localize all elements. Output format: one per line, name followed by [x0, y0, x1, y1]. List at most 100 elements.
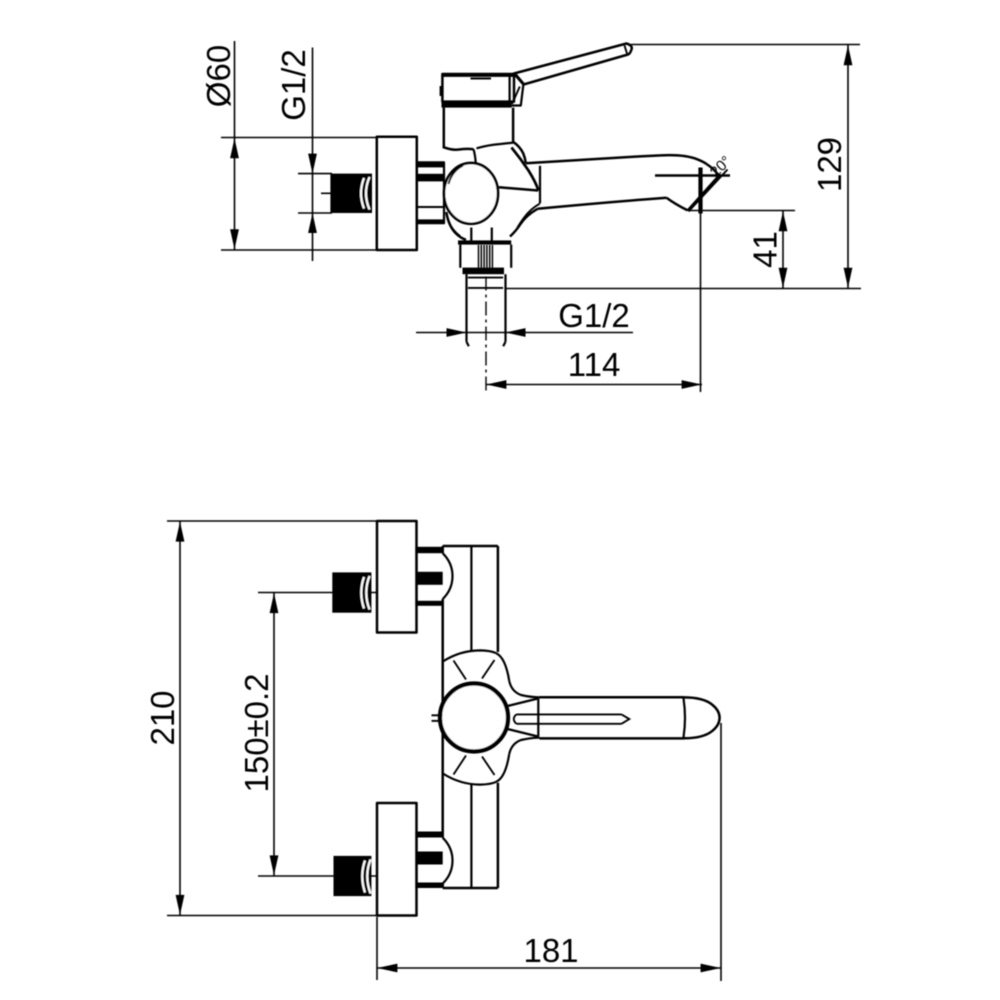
drawing-line	[481, 659, 496, 680]
dimension-arrowhead	[778, 211, 788, 232]
drawing-line	[683, 696, 721, 740]
drawing-line	[660, 153, 708, 166]
drawing-line	[476, 141, 514, 150]
spout	[525, 153, 720, 212]
drawing-line	[452, 754, 467, 776]
drawing-line	[512, 140, 528, 164]
drawing-line	[447, 221, 461, 237]
drawing-line	[366, 859, 372, 894]
drawing-line	[507, 697, 539, 708]
cartridge-dome-front	[437, 681, 511, 754]
handle-side	[439, 42, 633, 108]
drawing-line	[359, 177, 366, 209]
drawing-line	[537, 196, 667, 211]
drawing-line	[472, 148, 477, 164]
wall-union-block-top	[332, 572, 372, 613]
drawing-rect	[416, 219, 444, 224]
drawing-rect	[415, 161, 446, 225]
drawing-line	[442, 772, 497, 786]
drawing-line	[502, 341, 507, 347]
drawing-line	[509, 207, 539, 238]
union-nut-top	[415, 546, 443, 606]
dim-181-label: 181	[523, 932, 578, 969]
dimension-arrowhead	[230, 138, 239, 159]
drawing-rect	[416, 546, 443, 554]
faucet-body-side	[442, 107, 720, 241]
drawing-line	[477, 245, 494, 268]
dimension-arrowhead	[505, 328, 526, 337]
dim-dia60-label: Ø60	[200, 45, 237, 107]
side-view: Ø60 G1/2 129 41 G1/2 114 20°	[200, 41, 861, 395]
dim-g12-outlet-label: G1/2	[558, 297, 630, 334]
wall-union-block-bottom	[333, 855, 372, 897]
union-nut-side	[415, 161, 446, 225]
drawing-line	[364, 176, 371, 210]
escutcheon-plate-side	[375, 135, 419, 252]
drawing-line	[665, 196, 689, 212]
dimension-arrowhead	[269, 593, 279, 614]
drawing-line	[510, 146, 540, 191]
dim-g12-wall-label: G1/2	[275, 49, 312, 121]
drawing-line	[508, 736, 540, 755]
drawing-rect	[416, 161, 444, 168]
dimension-arrowhead	[843, 45, 853, 66]
drawing-line	[443, 146, 474, 151]
drawing-line	[621, 713, 632, 725]
dim-150-label: 150±0.2	[238, 673, 275, 792]
escutcheon-plate-bottom	[375, 801, 418, 917]
dimension-arrowhead	[486, 380, 507, 389]
dim-129-label: 129	[811, 137, 848, 192]
faucet-body-front	[431, 544, 540, 890]
drawing-line	[508, 680, 540, 699]
escutcheon-plate-top	[375, 519, 418, 634]
dimension-arrowhead	[843, 267, 853, 288]
spout-outlet-axis	[655, 167, 730, 214]
lever-slot	[512, 713, 632, 725]
drawing-line	[465, 341, 470, 347]
collar-ring	[462, 267, 504, 275]
drawing-line	[452, 659, 467, 681]
side-view-dimension-lines	[221, 41, 861, 395]
union-nut-bottom	[415, 831, 443, 888]
drawing-line	[686, 174, 720, 212]
drawing-rect	[416, 600, 443, 606]
dimension-arrowhead	[446, 328, 467, 337]
drawing-line	[442, 649, 497, 663]
drawing-rect	[416, 831, 443, 838]
drawing-rect	[439, 86, 444, 96]
drawing-line	[687, 168, 729, 213]
lever-front	[507, 696, 721, 740]
drawing-line	[360, 576, 366, 609]
drawing-line	[441, 552, 454, 600]
wall-connections-front	[332, 519, 443, 917]
drawing-line	[481, 755, 496, 776]
wall-union-and-escutcheon	[321, 135, 446, 252]
dimension-arrowhead	[308, 213, 317, 233]
dimension-arrowhead	[269, 855, 279, 876]
drawing-rect	[416, 173, 444, 182]
drawing-line	[495, 754, 511, 783]
dim-114-label: 114	[568, 346, 621, 383]
drawing-line	[516, 202, 541, 228]
outlet-collar-and-pipe	[458, 240, 513, 347]
drawing-line	[495, 652, 511, 681]
drawing-line	[511, 86, 521, 105]
drawing-line	[525, 154, 662, 165]
drawing-line	[498, 186, 539, 192]
drawing-rect	[458, 240, 512, 245]
drawing-rect	[416, 851, 443, 865]
dimension-arrowhead	[175, 894, 185, 915]
drawing-line	[441, 836, 454, 885]
dimension-arrowhead	[377, 963, 398, 973]
dimension-arrowhead	[230, 229, 239, 250]
drawing-rect	[416, 882, 443, 888]
drawing-line	[512, 713, 518, 725]
drawing-line	[682, 698, 687, 738]
drawing-line	[507, 727, 539, 738]
lever-side	[512, 42, 633, 86]
dimension-arrowhead	[681, 380, 702, 389]
dim-41-label: 41	[747, 231, 784, 268]
front-view-dimension-lines	[167, 520, 722, 981]
